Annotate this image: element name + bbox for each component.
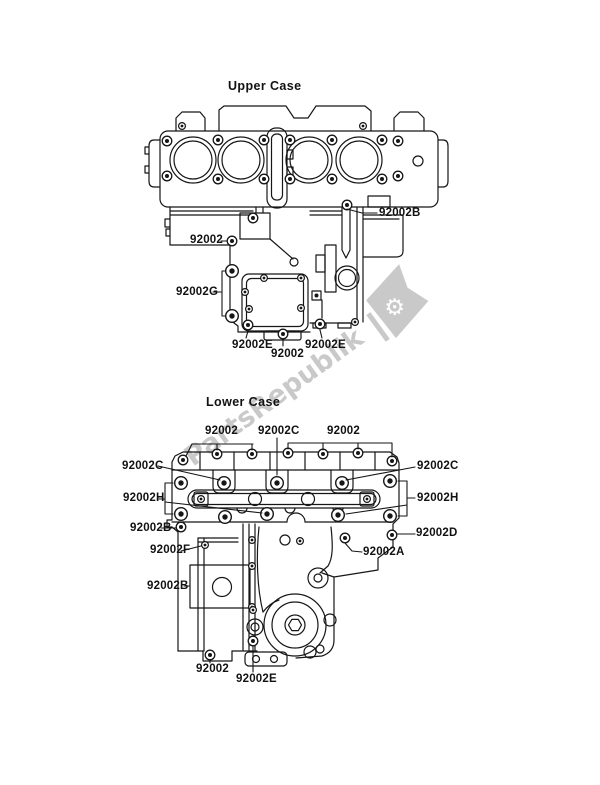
bolt-92002-upper-bottom (277, 328, 289, 340)
bolt-92002-topright-1 (282, 447, 294, 459)
bolt-92002-topleft-2 (246, 448, 258, 460)
bolt-92002-topleft-1 (211, 448, 223, 460)
upper-case-diagram (144, 105, 449, 347)
upper-top-silhouette (218, 105, 372, 132)
bolt-92002a (339, 532, 351, 544)
part-label-92002e-upper-right: 92002E (305, 339, 346, 351)
bolt-92002h-left-top (173, 476, 189, 490)
under-bar-band (171, 507, 394, 546)
part-label-92002c-top: 92002C (258, 425, 300, 437)
central-opening (256, 526, 335, 613)
bolt-92002h-right-bottom (383, 509, 397, 523)
left-end-cap (148, 139, 161, 188)
upper-case-title: Upper Case (228, 79, 302, 93)
part-label-92002d: 92002D (416, 527, 458, 539)
bolt-92002b-left (175, 521, 187, 533)
bolt-92002h-right-top (383, 474, 397, 488)
bolt-92002b-upper (341, 199, 353, 211)
cylinder-block-face (159, 130, 439, 208)
bolt-92002h-right-inner (331, 508, 345, 522)
bolt-hole (247, 212, 259, 224)
bolt-92002h-left-inner (260, 507, 274, 521)
main-bearing-bar (187, 489, 381, 514)
cylinder-bore-1 (169, 136, 217, 184)
part-label-92002c-left: 92002C (122, 460, 164, 472)
part-label-92002-upper-left: 92002 (190, 234, 223, 246)
left-wing-edge (166, 469, 179, 652)
cylinder-bore-3 (285, 136, 333, 184)
lower-case-diagram (157, 437, 416, 673)
bolt-92002d (386, 529, 398, 541)
clutch-cover-circle (246, 567, 337, 659)
part-label-92002b-upper: 92002B (379, 207, 421, 219)
watermark-flagpole (366, 312, 390, 342)
part-label-92002b-left: 92002B (130, 522, 172, 534)
bolt-92002-upper-left (226, 235, 238, 247)
watermark-flag (366, 264, 429, 339)
part-label-92002e-upper-left: 92002E (232, 339, 273, 351)
bolt-92002f (201, 540, 209, 550)
part-label-92002h-right: 92002H (417, 492, 459, 504)
bolt-92002g-top (224, 264, 240, 278)
right-end-cap (437, 139, 449, 188)
bolt-92002-topright-3 (352, 447, 364, 459)
bolt-group-92002b-lower (189, 561, 256, 612)
right-wing-edge (295, 469, 400, 659)
cylinder-bore-4 (335, 136, 383, 184)
bolt-92002e-upper-left (242, 319, 254, 331)
upper-right-ear (393, 111, 425, 132)
bolt-92002c-right (335, 476, 349, 490)
cam-chain-tunnel (266, 127, 294, 209)
upper-leader-lines (212, 208, 378, 347)
oil-seal-circle (334, 265, 360, 291)
bolt-92002-topright-2 (317, 448, 329, 460)
part-label-92002-bottom: 92002 (196, 663, 229, 675)
part-label-92002b-lower: 92002B (147, 580, 189, 592)
bolt-92002e-upper-right (314, 318, 326, 330)
part-label-92002g: 92002G (176, 286, 219, 298)
part-label-92002f: 92002F (150, 544, 191, 556)
bolt-92002h-left-bottom (173, 507, 189, 521)
right-end-hole (412, 155, 424, 167)
part-label-92002h-left: 92002H (123, 492, 165, 504)
lower-case-title: Lower Case (206, 395, 281, 409)
bolt-92002c-center (270, 476, 284, 490)
bolt-92002-lower-bottom (204, 649, 216, 661)
bolt-92002c-left (216, 476, 232, 490)
part-label-92002e-bottom: 92002E (236, 673, 277, 685)
lower-leader-lines (157, 437, 416, 673)
upper-lower-right-section (309, 195, 404, 329)
part-label-92002-upper-bottom: 92002 (271, 348, 304, 360)
oil-pickup-tab (244, 651, 288, 667)
bolt-92002g-bottom (224, 309, 240, 323)
left-end-tabs (144, 146, 150, 174)
lower-left-block (177, 523, 258, 662)
cylinder-bore-2 (217, 136, 265, 184)
upper-left-ear (175, 111, 206, 132)
part-label-92002-lower-topleft: 92002 (205, 425, 238, 437)
part-label-92002a: 92002A (363, 546, 405, 558)
part-label-92002-lower-topright: 92002 (327, 425, 360, 437)
part-label-92002c-right: 92002C (417, 460, 459, 472)
bolt-92002e-lower (247, 635, 259, 647)
